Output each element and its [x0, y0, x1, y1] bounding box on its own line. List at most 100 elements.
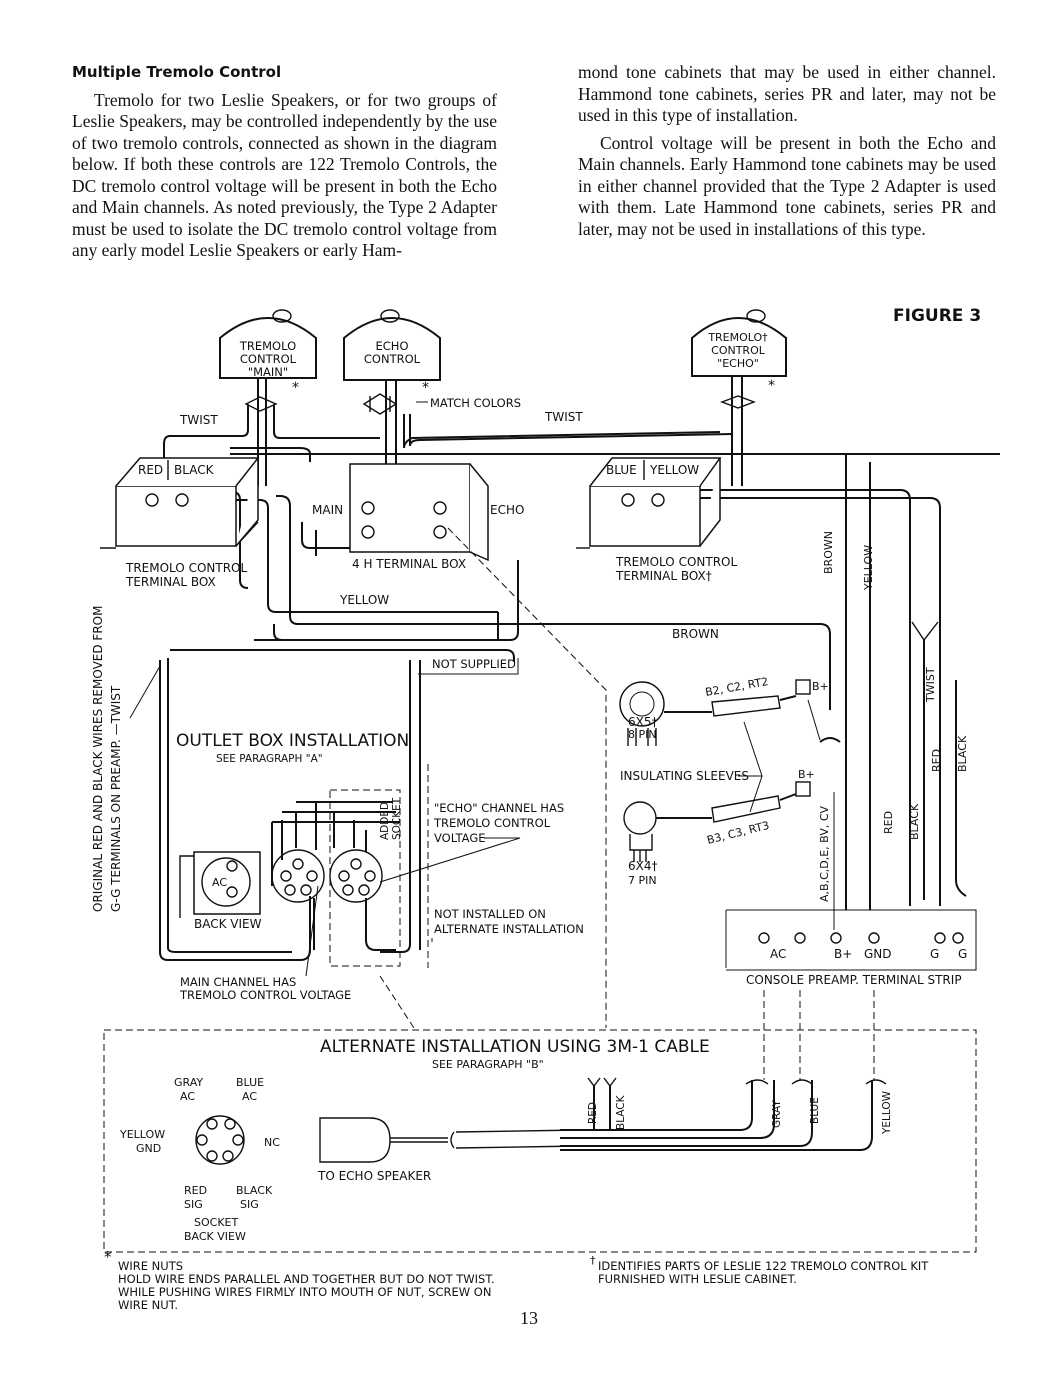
see-paragraph-b: SEE PARAGRAPH "B"	[432, 1058, 544, 1071]
socket-back-view: BACK VIEW	[184, 1230, 246, 1243]
black-vertical-label: BLACK	[956, 735, 969, 772]
added-socket-line1: ADDED	[379, 802, 391, 840]
asterisk-echo-right: *	[768, 378, 775, 394]
tube-6x4: 6X4† 7 PIN B3, C3, RT3 B+	[623, 768, 815, 887]
alternate-socket: GRAY AC BLUE AC YELLOW GND NC RED SIG BL…	[119, 1076, 280, 1243]
socket-gray: GRAY	[174, 1076, 203, 1089]
socket-gnd: GND	[136, 1142, 161, 1155]
echo-control-line2: CONTROL	[364, 352, 421, 366]
socket-title: SOCKET	[194, 1216, 238, 1229]
tube-6x5: 6X5† 8 PIN B2, C2, RT2 B+	[619, 675, 829, 746]
terminal-box-left: RED BLACK TREMOLO CONTROL TERMINAL BOX	[100, 457, 260, 589]
red-vertical-label: RED	[930, 749, 943, 772]
tremolo-control-main: TREMOLO CONTROL "MAIN" *	[219, 309, 317, 396]
wire-nuts-note-1: HOLD WIRE ENDS PARALLEL AND TOGETHER BUT…	[118, 1272, 495, 1286]
tube-6x4-label2: 7 PIN	[628, 874, 657, 887]
yellow-label: YELLOW	[649, 463, 699, 477]
figure-title: FIGURE 3	[893, 306, 982, 326]
not-installed-line2: ALTERNATE INSTALLATION	[434, 922, 584, 936]
socket-red: RED	[184, 1184, 207, 1197]
alternate-cable: RED BLACK GRAY BLUE YELLOW	[560, 1077, 893, 1151]
tube-6x5-label1: 6X5†	[628, 715, 658, 729]
terminal-box-left-line2: TERMINAL BOX	[125, 575, 216, 589]
to-echo-speaker: TO ECHO SPEAKER	[317, 1169, 431, 1183]
terminal-g1-label: G	[930, 947, 939, 961]
left-paragraph: Tremolo for two Leslie Speakers, or for …	[72, 89, 497, 261]
twist-vertical-label: TWIST	[924, 667, 937, 703]
echo-control-line1: ECHO	[376, 339, 409, 353]
socket-sig2: SIG	[240, 1198, 259, 1211]
red-vertical-label-2: RED	[882, 811, 895, 834]
socket-sig1: SIG	[184, 1198, 203, 1211]
terminal-g2-label: G	[958, 947, 967, 961]
tremolo-main-line2: CONTROL	[240, 352, 297, 366]
vertical-note-line1: ORIGINAL RED AND BLACK WIRES REMOVED FRO…	[91, 606, 105, 912]
alternate-title: ALTERNATE INSTALLATION USING 3M-1 CABLE	[320, 1037, 710, 1057]
console-terminal-strip: AC B+ GND G G CONSOLE PREAMP. TERMINAL S…	[725, 909, 977, 1080]
wire-nuts-note-3: WIRE NUT.	[118, 1298, 178, 1312]
wire-nuts-title: WIRE NUTS	[118, 1259, 183, 1273]
section-heading: Multiple Tremolo Control	[72, 63, 282, 81]
bplus-top-label: B+	[812, 680, 829, 693]
right-paragraph-2: Control voltage will be present in both …	[578, 132, 996, 239]
yellow-vertical-label: YELLOW	[862, 545, 875, 591]
terminal-box-4h: MAIN ECHO 4 H TERMINAL BOX YELLOW	[312, 463, 524, 607]
console-preamp-label: CONSOLE PREAMP. TERMINAL STRIP	[746, 973, 962, 987]
terminal-box-right-line2: TERMINAL BOX†	[615, 569, 712, 583]
bplus-bottom-label: B+	[798, 768, 815, 781]
tremolo-main-line3: "MAIN"	[248, 365, 288, 379]
right-column: mond tone cabinets that may be used in e…	[578, 62, 996, 246]
socket-yellow: YELLOW	[119, 1128, 165, 1141]
black-vertical-label-2: BLACK	[908, 803, 921, 840]
blue-label: BLUE	[606, 463, 637, 477]
pins-top-label: B2, C2, RT2	[704, 675, 769, 699]
wire-nuts-note-2: WHILE PUSHING WIRES FIRMLY INTO MOUTH OF…	[118, 1285, 491, 1299]
echo-control: ECHO CONTROL * MATCH COLORS	[343, 309, 521, 410]
vertical-note-line2: G-G TERMINALS ON PREAMP. —TWIST	[109, 685, 123, 912]
terminal-box-right: BLUE YELLOW TREMOLO CONTROL TERMINAL BOX…	[576, 457, 737, 583]
socket-blue: BLUE	[236, 1076, 264, 1089]
terminal-ac-label: AC	[770, 947, 786, 961]
outlet-box-title: OUTLET BOX INSTALLATION	[176, 731, 409, 751]
terminal-bplus-label: B+	[834, 947, 852, 961]
dagger-note-1: IDENTIFIES PARTS OF LESLIE 122 TREMOLO C…	[598, 1259, 929, 1273]
left-column: Multiple Tremolo Control Tremolo for two…	[72, 62, 497, 268]
echo-label: ECHO	[490, 503, 524, 517]
pins-bottom-label: B3, C3, RT3	[706, 819, 771, 847]
ac-outlet-label: AC	[212, 876, 227, 889]
cable-gray: GRAY	[771, 1100, 783, 1128]
twist-left: TWIST	[179, 413, 218, 427]
echo-channel-line3: VOLTAGE	[434, 831, 486, 845]
abcde-label: A,B,C,D,E, BV, CV	[818, 805, 831, 902]
see-paragraph-a: SEE PARAGRAPH "A"	[216, 753, 323, 765]
twist-right: TWIST	[544, 410, 583, 424]
outlet-box: AC BACK VIEW ADDED SOCKET	[179, 789, 403, 967]
echo-speaker-plug: TO ECHO SPEAKER	[317, 1117, 581, 1183]
socket-ac1: AC	[180, 1090, 195, 1103]
not-supplied-label: NOT SUPPLIED	[432, 657, 516, 671]
right-paragraph-1: mond tone cabinets that may be used in e…	[578, 62, 996, 125]
footnote-dagger: †	[590, 1254, 596, 1267]
main-label: MAIN	[312, 503, 343, 517]
terminal-box-right-line1: TREMOLO CONTROL	[615, 555, 737, 569]
match-colors-label: MATCH COLORS	[430, 396, 521, 410]
terminal-4h-label: 4 H TERMINAL BOX	[352, 557, 466, 571]
yellow-wire-label: YELLOW	[339, 593, 389, 607]
page-number: 13	[520, 1308, 538, 1328]
footnote-asterisk: *	[104, 1248, 112, 1266]
terminal-gnd-label: GND	[864, 947, 892, 961]
tube-6x4-label1: 6X4†	[628, 859, 658, 873]
wire-harness	[159, 376, 1000, 961]
cable-blue: BLUE	[809, 1097, 821, 1124]
tremolo-echo-line3: "ECHO"	[717, 357, 759, 370]
added-socket-line2: SOCKET	[391, 797, 403, 840]
main-channel-line2: TREMOLO CONTROL VOLTAGE	[179, 988, 351, 1002]
black-label: BLACK	[174, 463, 215, 477]
echo-channel-line2: TREMOLO CONTROL	[433, 816, 551, 830]
socket-ac2: AC	[242, 1090, 257, 1103]
dagger-note-2: FURNISHED WITH LESLIE CABINET.	[598, 1272, 797, 1286]
tremolo-main-line1: TREMOLO	[239, 339, 296, 353]
cable-yellow: YELLOW	[881, 1090, 893, 1135]
